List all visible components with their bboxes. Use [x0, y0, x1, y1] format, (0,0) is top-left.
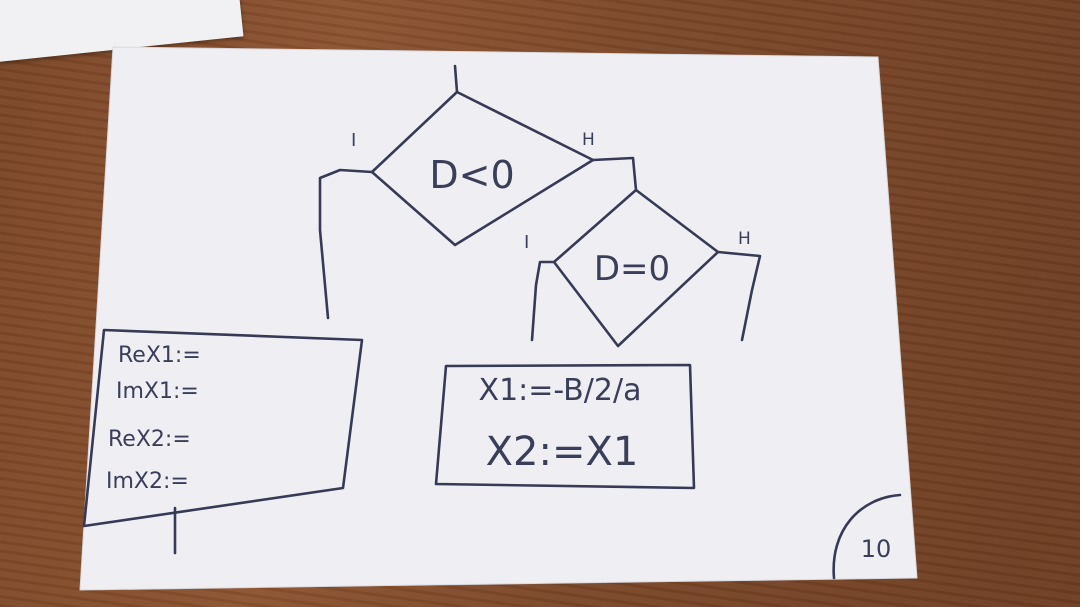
- condition-text: D=0: [594, 249, 670, 289]
- no-label: H: [738, 229, 751, 249]
- box-line-2: ImX1:=: [116, 379, 199, 404]
- complex-roots-box: ReX1:= ImX1:= ReX2:= ImX2:=: [82, 328, 364, 555]
- box-line-1: ReX1:=: [118, 343, 201, 368]
- no-branch-line: [716, 250, 762, 342]
- assignment-box: X1:=-B/2/a X2:=X1: [434, 363, 696, 490]
- no-label: H: [582, 130, 595, 150]
- decision-d-less-zero: D<0 I H: [318, 64, 638, 320]
- box-line-4: ImX2:=: [106, 469, 189, 494]
- yes-branch-line: [318, 168, 374, 320]
- corner-arc: [832, 493, 902, 580]
- entry-line: [453, 64, 459, 94]
- box-outline: [82, 328, 364, 528]
- diamond-shape: [552, 188, 720, 348]
- page-number: 10: [861, 535, 892, 563]
- box-line-3: ReX2:=: [108, 427, 191, 452]
- yes-label: I: [351, 130, 356, 151]
- diamond-shape: [370, 90, 595, 247]
- assignment-line-1: X1:=-B/2/a: [479, 373, 642, 408]
- box-outline: [434, 363, 696, 490]
- paper-sheet: [79, 46, 918, 591]
- page-number-mark: 10: [832, 493, 902, 580]
- yes-label: I: [524, 232, 529, 253]
- condition-text: D<0: [429, 153, 514, 197]
- no-branch-line: [591, 156, 638, 192]
- decision-d-equals-zero: D=0 I H: [524, 188, 762, 348]
- assignment-line-2: X2:=X1: [486, 429, 639, 475]
- yes-branch-line: [530, 260, 556, 342]
